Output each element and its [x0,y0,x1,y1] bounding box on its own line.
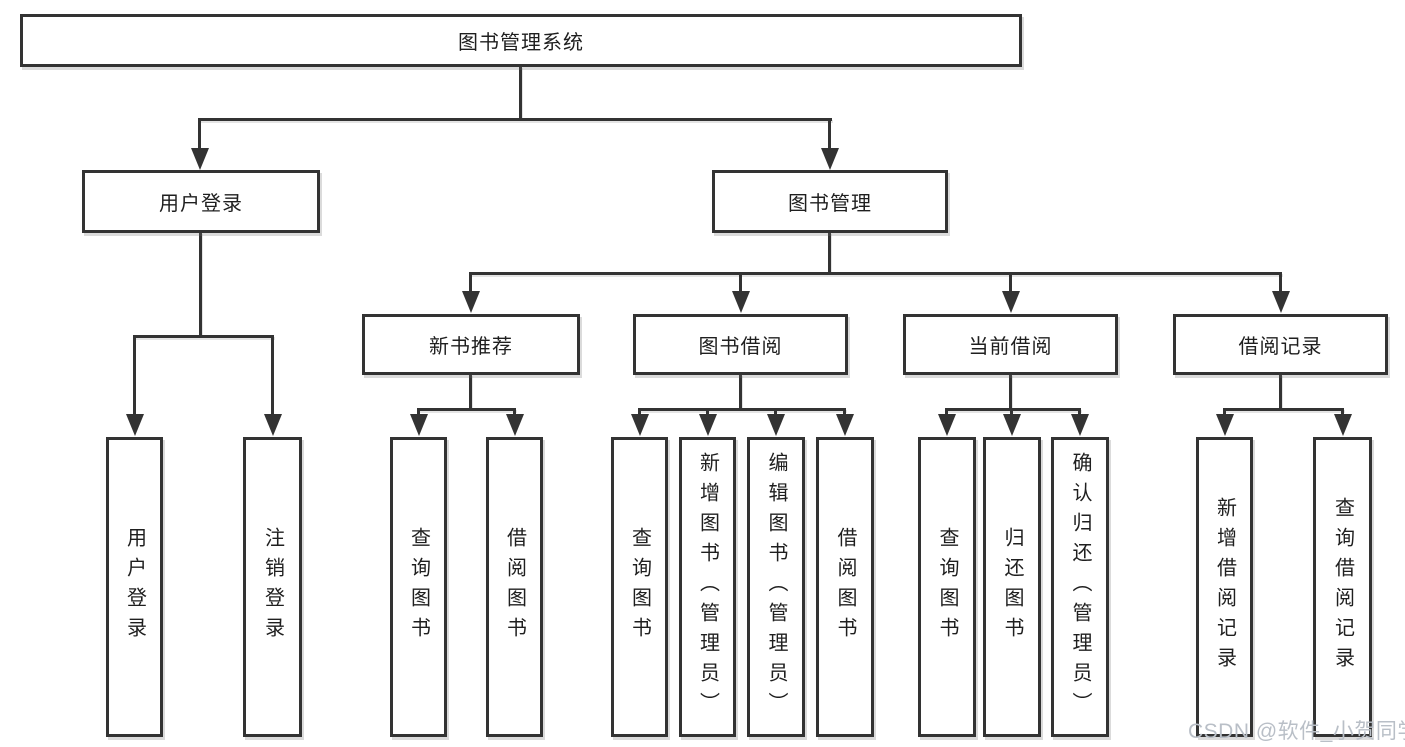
node-user-login: 用户登录 [82,170,320,233]
node-new-books: 新书推荐 [362,314,580,375]
leaf-user-login-label: 用户登录 [123,527,146,647]
leaf-add-borrow-record: 新增借阅记录 [1196,437,1253,737]
leaf-borrow-books-1: 借阅图书 [486,437,543,737]
leaf-query-books-2: 查询图书 [611,437,668,737]
arrow-to-book-borrow [739,272,742,291]
connector-book-borrow-branch [638,408,846,411]
connector-book-mgmt-stub [828,233,831,272]
arrow-to-book-mgmt [828,118,831,148]
connector-current-borrow-stub [1009,375,1012,408]
node-current-borrow-label: 当前借阅 [968,336,1053,358]
connector-borrow-records-stub [1279,375,1282,408]
leaf-add-borrow-record-label: 新增借阅记录 [1213,497,1236,677]
arrow-leaf-g4-3 [1078,408,1081,414]
leaf-query-books-3: 查询图书 [918,437,976,737]
arrow-to-new-books [469,272,472,291]
connector-user-login-stub [199,233,202,335]
arrow-leaf-g3-4 [843,408,846,414]
leaf-edit-books-admin-label: 编辑图书（管理员） [765,452,787,722]
arrow-to-leaf-login [133,335,136,414]
leaf-user-login: 用户登录 [106,437,163,737]
arrow-to-user-login [198,118,201,148]
arrow-leaf-g2-2 [513,408,516,414]
leaf-return-books-label: 归还图书 [1001,527,1023,647]
csdn-watermark: CSDN @软件_小贺同学 [1188,720,1405,743]
leaf-borrow-books-1-label: 借阅图书 [503,527,526,647]
arrow-leaf-g3-3 [774,408,777,414]
leaf-confirm-return-admin-label: 确认归还（管理员） [1069,452,1091,722]
node-book-mgmt-label: 图书管理 [788,193,872,215]
node-book-borrow: 图书借阅 [633,314,848,375]
leaf-logout: 注销登录 [243,437,302,737]
leaf-return-books: 归还图书 [983,437,1041,737]
connector-level2-branch [198,118,832,121]
node-new-books-label: 新书推荐 [429,336,513,358]
leaf-query-books-2-label: 查询图书 [628,527,651,647]
arrow-leaf-g3-2 [706,408,709,414]
node-root: 图书管理系统 [20,14,1022,67]
leaf-add-books-admin-label: 新增图书（管理员） [696,452,719,722]
connector-new-books-branch [417,408,516,411]
arrow-to-borrow-records [1279,272,1282,291]
connector-user-login-branch [133,335,274,338]
leaf-edit-books-admin: 编辑图书（管理员） [747,437,805,737]
arrow-to-leaf-logout [271,335,274,414]
leaf-borrow-books-2-label: 借阅图书 [834,527,856,647]
leaf-query-borrow-record: 查询借阅记录 [1313,437,1372,737]
connector-level3-branch [469,272,1282,275]
leaf-borrow-books-2: 借阅图书 [816,437,874,737]
node-book-mgmt: 图书管理 [712,170,948,233]
node-root-label: 图书管理系统 [458,32,584,54]
leaf-confirm-return-admin: 确认归还（管理员） [1051,437,1109,737]
leaf-logout-label: 注销登录 [261,527,284,647]
connector-current-borrow-branch [945,408,1081,411]
arrow-leaf-g4-1 [945,408,948,414]
connector-borrow-records-branch [1223,408,1344,411]
arrow-leaf-g5-2 [1341,408,1344,414]
node-book-borrow-label: 图书借阅 [698,336,783,358]
arrow-to-current-borrow [1009,272,1012,291]
leaf-query-borrow-record-label: 查询借阅记录 [1331,497,1354,677]
arrow-leaf-g4-2 [1010,408,1013,414]
node-current-borrow: 当前借阅 [903,314,1118,375]
arrow-leaf-g5-1 [1223,408,1226,414]
node-borrow-records: 借阅记录 [1173,314,1388,375]
node-user-login-label: 用户登录 [159,193,243,215]
arrow-leaf-g3-1 [638,408,641,414]
leaf-query-books-3-label: 查询图书 [936,527,958,647]
leaf-query-books-1-label: 查询图书 [407,527,430,647]
leaf-add-books-admin: 新增图书（管理员） [679,437,736,737]
leaf-query-books-1: 查询图书 [390,437,447,737]
node-borrow-records-label: 借阅记录 [1238,336,1323,358]
arrow-leaf-g2-1 [417,408,420,414]
connector-book-borrow-stub [739,375,742,408]
connector-new-books-stub [469,375,472,408]
connector-root-stub [519,67,522,118]
